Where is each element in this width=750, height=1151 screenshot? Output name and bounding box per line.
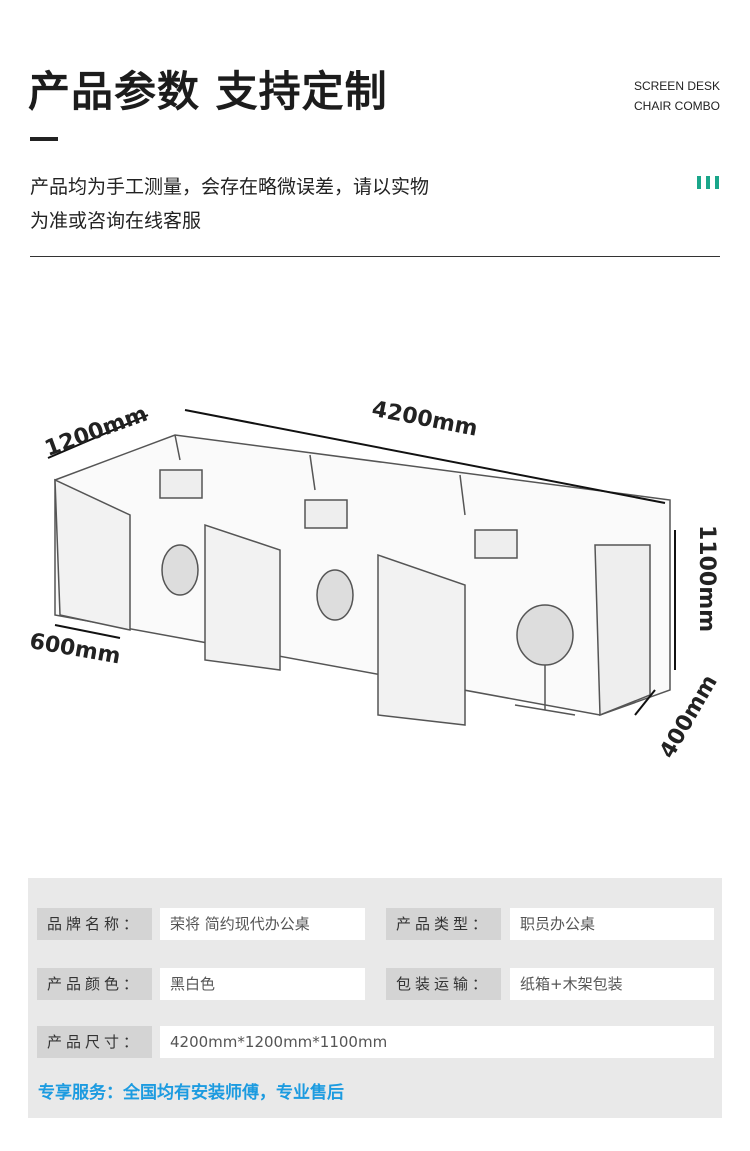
package-value: 纸箱+木架包装 xyxy=(510,968,714,1000)
width-dimension-label: 4200mm xyxy=(370,397,480,442)
desk-dimension-illustration: 4200mm 1200mm 600mm 1100mm 400mm xyxy=(28,397,723,763)
desk-drawing xyxy=(54,434,671,726)
divider xyxy=(30,256,720,257)
type-label: 产品类型： xyxy=(386,908,501,940)
title-underline xyxy=(30,137,58,141)
english-line-1: SCREEN DESK xyxy=(633,79,720,93)
color-value: 黑白色 xyxy=(160,968,365,1000)
type-value: 职员办公桌 xyxy=(510,908,714,940)
size-value: 4200mm*1200mm*1100mm xyxy=(160,1026,714,1058)
measurement-note: 产品均为手工测量，会存在略微误差，请以实物 为准或咨询在线客服 xyxy=(30,170,429,238)
page-title: 产品参数 支持定制 xyxy=(28,67,388,116)
note-line-2: 为准或咨询在线客服 xyxy=(30,210,202,232)
brand-value: 荣将 简约现代办公桌 xyxy=(160,908,365,940)
size-label: 产品尺寸： xyxy=(37,1026,152,1058)
height-dimension-label: 1100mm xyxy=(694,525,719,632)
note-line-1: 产品均为手工测量，会存在略微误差，请以实物 xyxy=(30,176,430,198)
spec-panel: 品牌名称： 荣将 简约现代办公桌 产品类型： 职员办公桌 产品颜色： 黑白色 包… xyxy=(28,878,722,1118)
package-label: 包装运输： xyxy=(386,968,501,1000)
color-label: 产品颜色： xyxy=(37,968,152,1000)
english-line-2: CHAIR COMBO xyxy=(633,99,720,113)
english-subtitle: SCREEN DESK CHAIR COMBO xyxy=(634,76,720,116)
decorative-bars-icon xyxy=(697,176,719,189)
brand-label: 品牌名称： xyxy=(37,908,152,940)
dimension-arrows xyxy=(47,409,676,716)
service-note: 专享服务：全国均有安装师傅，专业售后 xyxy=(38,1083,344,1103)
